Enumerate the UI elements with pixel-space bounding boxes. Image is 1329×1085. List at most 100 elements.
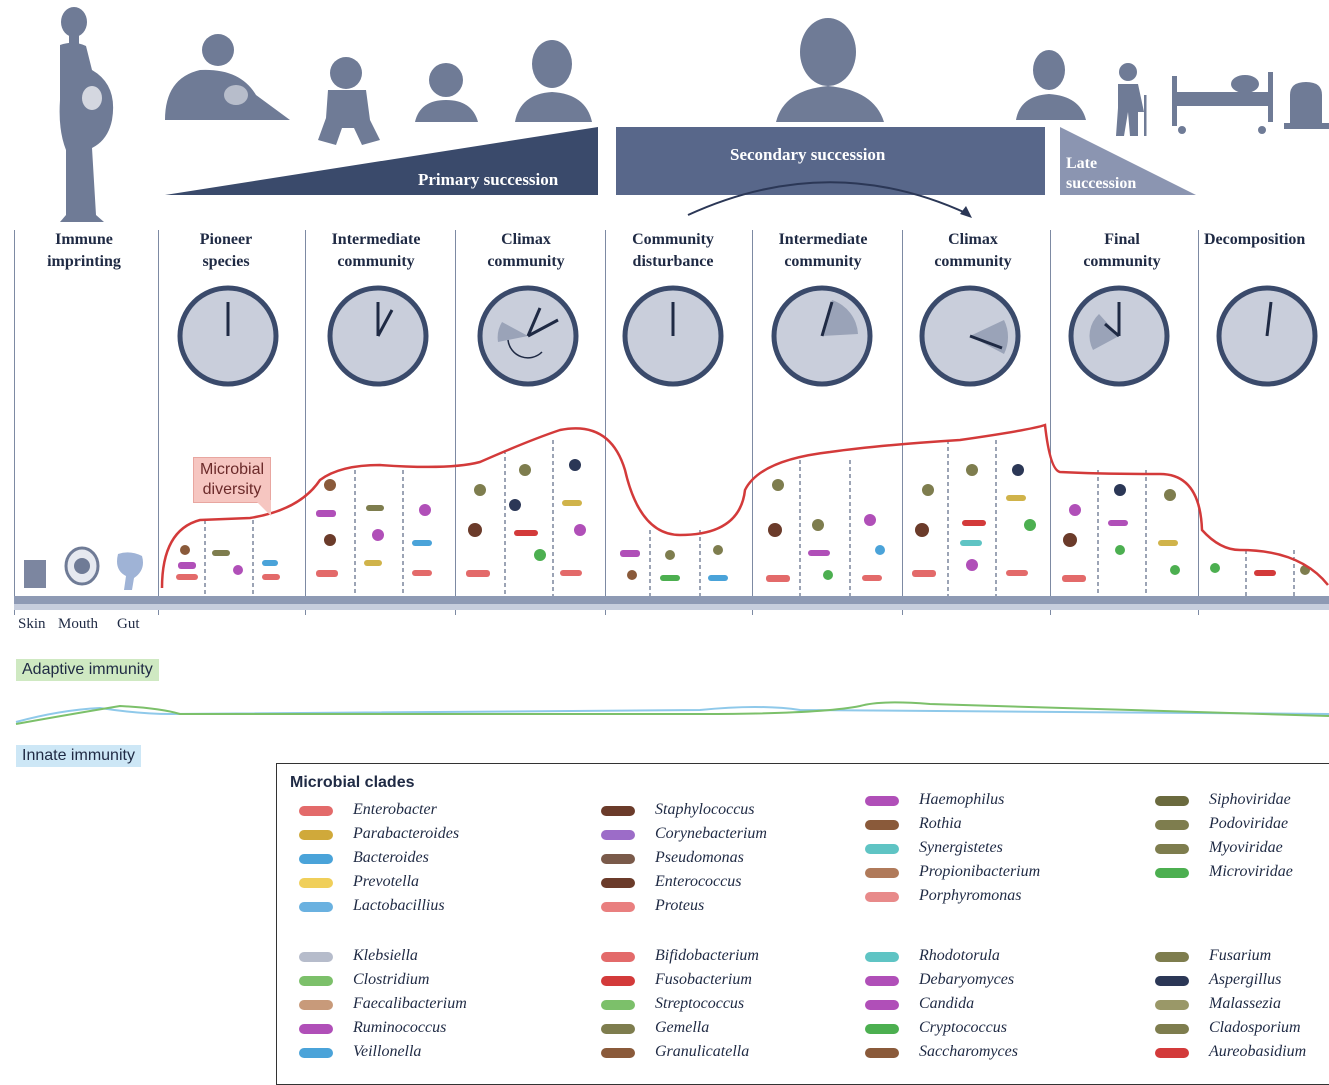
adaptive-immunity-label: Adaptive immunity	[16, 659, 159, 681]
clade-name: Debaryomyces	[919, 971, 1015, 988]
clade-name: Podoviridae	[1209, 815, 1289, 832]
clock-icon	[919, 285, 1021, 387]
clade-swatch-icon	[1147, 840, 1199, 858]
clade-name: Prevotella	[353, 873, 420, 890]
microbial-communities	[14, 423, 1329, 610]
stage-divider	[305, 230, 306, 615]
clade-swatch-icon	[857, 1020, 909, 1038]
clade-name: Staphylococcus	[655, 801, 755, 818]
adolescent-icon	[515, 40, 592, 122]
microbe-cluster	[912, 464, 1036, 577]
clade-name: Haemophilus	[919, 791, 1005, 808]
late-succession-label: Late succession	[1066, 155, 1137, 192]
clade-swatch-icon	[291, 898, 343, 916]
clade-name: Propionibacterium	[919, 863, 1041, 880]
clade-swatch-icon	[291, 826, 343, 844]
clock-icon	[771, 285, 873, 387]
clade-swatch-icon	[593, 826, 645, 844]
clade-name: Bacteroides	[353, 849, 429, 866]
clade-swatch-icon	[857, 1044, 909, 1062]
clade-swatch-icon	[857, 840, 909, 858]
skin-icon	[24, 560, 46, 588]
clade-swatch-icon	[1147, 1020, 1199, 1038]
clade-swatch-icon	[1147, 996, 1199, 1014]
secondary-succession-label: Secondary succession	[730, 145, 886, 164]
microbe-cluster	[176, 545, 280, 580]
clade-name: Gemella	[655, 1019, 710, 1036]
clade-name: Streptococcus	[655, 995, 745, 1012]
clade-swatch-icon	[291, 802, 343, 820]
clocks-layer	[177, 285, 1318, 387]
clade-swatch-icon	[291, 948, 343, 966]
life-stage-silhouettes	[59, 7, 1329, 223]
microbe-cluster	[1062, 484, 1180, 582]
clade-name: Aspergillus	[1209, 971, 1282, 988]
clade-swatch-icon	[291, 850, 343, 868]
clade-swatch-icon	[593, 802, 645, 820]
stage-divider	[1198, 230, 1199, 615]
pregnant-woman-icon	[59, 7, 114, 223]
clade-name: Veillonella	[353, 1043, 422, 1060]
clade-swatch-icon	[593, 948, 645, 966]
clade-name: Synergistetes	[919, 839, 1003, 856]
clade-swatch-icon	[291, 874, 343, 892]
clade-swatch-icon	[1147, 948, 1199, 966]
clade-name: Siphoviridae	[1209, 791, 1291, 808]
adaptive-immunity-curve	[15, 701, 1329, 725]
infant-icon	[318, 57, 380, 145]
innate-immunity-label: Innate immunity	[16, 745, 141, 767]
microbial-diversity-callout: Microbial diversity	[193, 457, 272, 503]
clade-name: Bifidobacterium	[655, 947, 759, 964]
clade-swatch-icon	[593, 874, 645, 892]
clade-name: Aureobasidium	[1209, 1043, 1307, 1060]
microbe-cluster	[316, 479, 432, 577]
clade-name: Rhodotorula	[919, 947, 1000, 964]
clade-name: Klebsiella	[353, 947, 418, 964]
clade-swatch-icon	[1147, 972, 1199, 990]
clade-name: Porphyromonas	[919, 887, 1022, 904]
clock-icon	[1216, 285, 1318, 387]
breastfeeding-icon	[165, 34, 290, 120]
clade-swatch-icon	[1147, 864, 1199, 882]
clade-name: Parabacteroides	[353, 825, 460, 842]
clade-swatch-icon	[593, 1020, 645, 1038]
clade-swatch-icon	[291, 1044, 343, 1062]
clade-name: Rothia	[919, 815, 962, 832]
stage-divider	[1050, 230, 1051, 615]
clade-name: Proteus	[655, 897, 705, 914]
innate-immunity-curve	[15, 706, 1329, 723]
clade-swatch-icon	[857, 972, 909, 990]
clade-name: Candida	[919, 995, 975, 1012]
clade-swatch-icon	[593, 972, 645, 990]
clade-swatch-icon	[857, 864, 909, 882]
clade-swatch-icon	[291, 1020, 343, 1038]
clade-swatch-icon	[857, 996, 909, 1014]
clade-swatch-icon	[1147, 816, 1199, 834]
clade-swatch-icon	[593, 850, 645, 868]
clade-swatch-icon	[857, 888, 909, 906]
stage-divider	[158, 230, 159, 615]
arrow-head	[960, 206, 972, 218]
secondary-succession-arrow	[687, 181, 969, 216]
clade-name: Enterococcus	[655, 873, 742, 890]
stage-divider	[902, 230, 903, 615]
clade-swatch-icon	[593, 1044, 645, 1062]
clade-swatch-icon	[593, 996, 645, 1014]
primary-succession-banner	[165, 127, 598, 195]
clock-icon	[177, 285, 279, 387]
clock-icon	[327, 285, 429, 387]
clade-name: Cladosporium	[1209, 1019, 1301, 1036]
clade-swatch-icon	[857, 948, 909, 966]
gut-label: Gut	[117, 616, 140, 632]
microbe-cluster	[466, 459, 586, 577]
clade-swatch-icon	[593, 898, 645, 916]
immunity-curves	[15, 701, 1329, 725]
